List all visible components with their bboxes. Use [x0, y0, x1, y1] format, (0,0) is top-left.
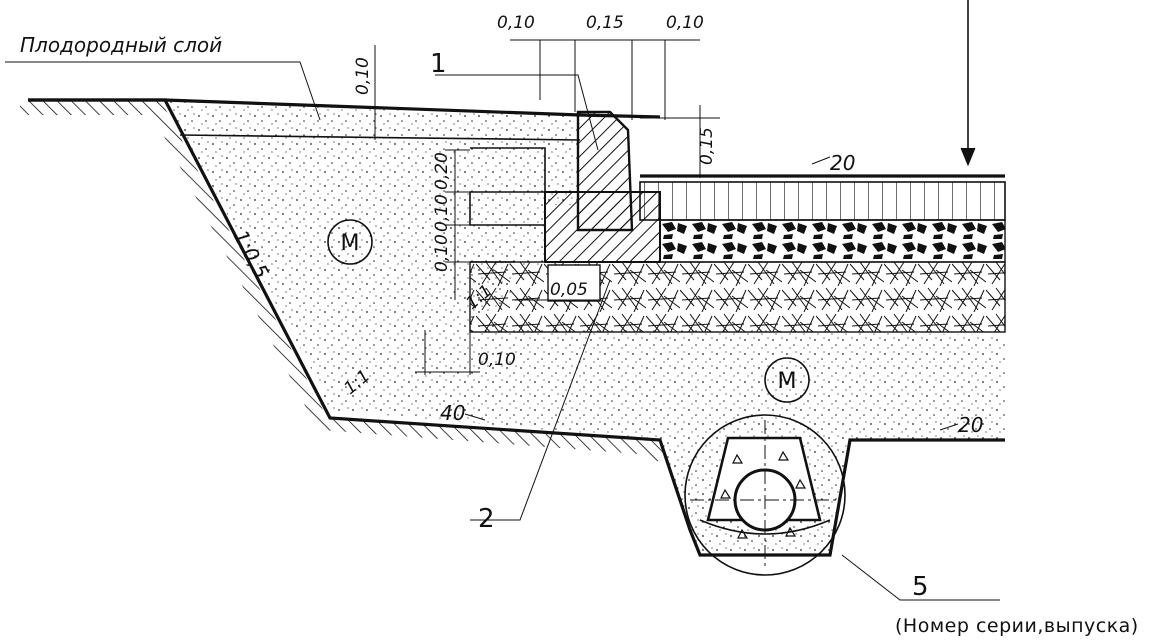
dim-soil-thickness: 0,10	[353, 57, 373, 95]
soil-layer-top	[28, 98, 661, 119]
sand-fill	[165, 100, 1005, 555]
curb-steps	[469, 147, 546, 263]
drain-detail	[684, 414, 846, 576]
dim-top-mid: 0,15	[586, 13, 624, 33]
soil-layer-label: Плодородный слой	[20, 33, 222, 57]
soil-layer-bottom	[179, 134, 581, 141]
series-note: (Номер серии,выпуска)	[895, 615, 1139, 637]
curb-gap	[547, 264, 601, 302]
drain-detail-circle	[684, 414, 846, 576]
callout-2: 2	[478, 504, 495, 534]
dim-bench: 0,10	[478, 350, 516, 370]
material-marker-upper-text: М	[341, 231, 360, 256]
dim-top-right: 0,10	[666, 13, 704, 33]
curb-stone	[576, 110, 634, 232]
paving-tiles	[639, 181, 1006, 221]
material-marker-lower-text: М	[778, 369, 797, 394]
material-marker-lower	[764, 357, 810, 403]
slope-pavement: 20	[830, 151, 855, 175]
dim-step-d: 0,05	[550, 280, 588, 300]
slope-right-bottom: 20	[958, 413, 983, 437]
dim-top-left: 0,10	[497, 13, 535, 33]
slope-bottom-40: 40	[440, 401, 465, 425]
dim-step-c: 0,10	[432, 234, 452, 272]
dim-step-b: 0,10	[432, 194, 452, 232]
gravel-layer	[659, 219, 1006, 263]
callout-5: 5	[912, 572, 929, 602]
dimension-lines	[5, 0, 1000, 601]
material-marker-upper	[327, 219, 373, 265]
dim-step-a: 0,20	[432, 152, 452, 190]
dim-curb-height: 0,15	[697, 127, 717, 165]
callout-1: 1	[430, 49, 447, 79]
